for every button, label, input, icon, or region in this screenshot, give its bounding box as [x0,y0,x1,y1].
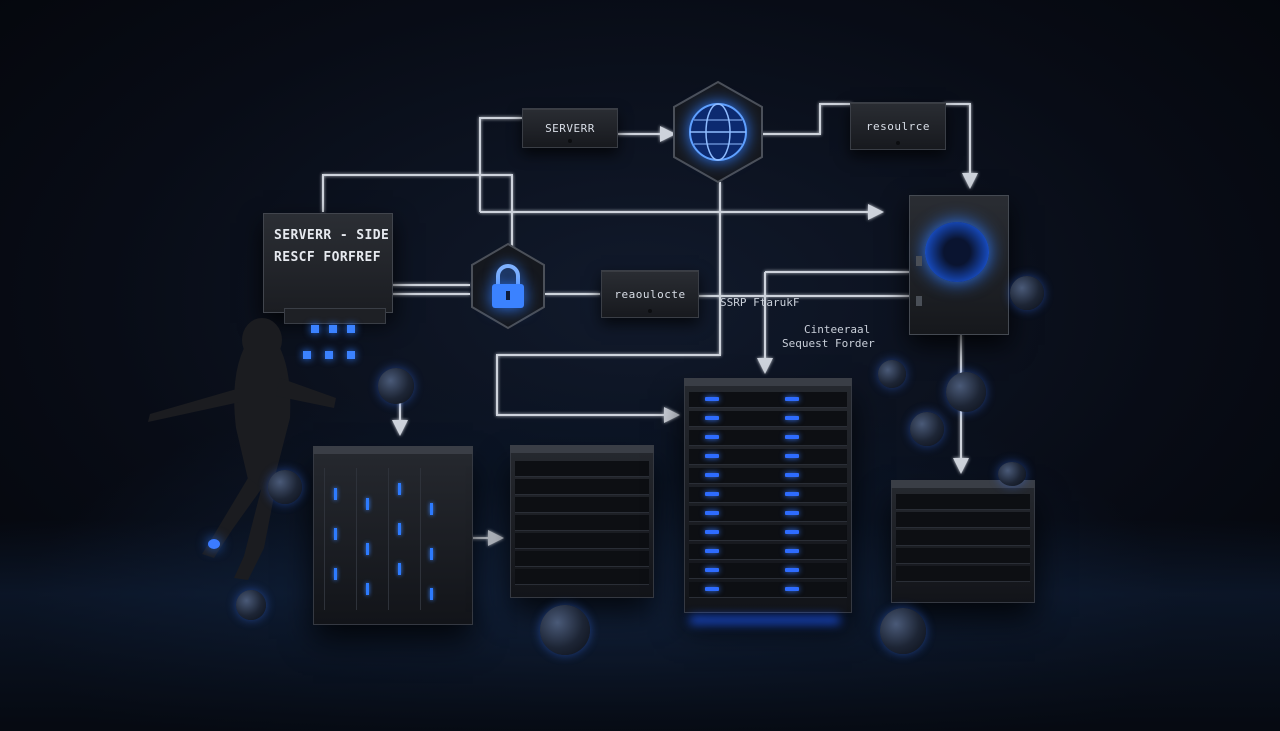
vault-orb [925,222,989,282]
panel-base [284,308,386,324]
resource-box-mid-label: reaoulocte [614,287,686,301]
server-rack-3 [684,378,852,613]
panel-line-1: SERVERR - SIDE [274,228,390,243]
server-rack-2 [510,445,654,598]
resource-box-mid: reaoulocte [601,270,699,318]
rack-glow [690,616,840,624]
molecule [268,470,302,504]
vault-icon [909,195,1009,335]
server-box-label: SERVERR [545,121,595,135]
molecule [910,412,944,446]
server-box: SERVERR [522,108,618,148]
lock-cluster-icon [303,325,355,359]
caption-line-2: Sequest Forder [782,337,875,350]
molecule [998,462,1026,486]
molecule [378,368,414,404]
molecule [880,608,926,654]
lock-icon [471,242,545,330]
resource-box-top-label: resoulrce [865,119,931,133]
globe-icon [673,80,763,184]
molecule [1010,276,1044,310]
hooded-attacker [148,318,336,580]
server-side-panel: SERVERR - SIDE RESCF FORFREF [263,213,393,324]
ssrf-label: SSRP FtarukF [720,296,800,309]
caption-line-1: Cinteeraal [804,323,871,336]
server-rack-1 [313,446,473,625]
server-rack-4 [891,480,1035,603]
resource-box-top: resoulrce [850,102,946,150]
panel-line-2: RESCF FORFREF [274,250,381,265]
molecule [540,605,590,655]
molecule [236,590,266,620]
molecule [878,360,906,388]
molecule [946,372,986,412]
